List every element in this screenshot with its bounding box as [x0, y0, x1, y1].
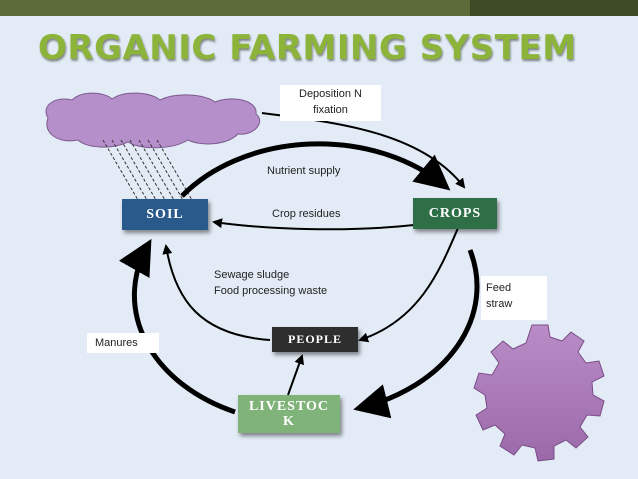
rain-lines — [102, 139, 193, 201]
crop-residues-label: Crop residues — [272, 208, 341, 220]
top-bar-left — [0, 0, 470, 16]
cycle-arc-top — [180, 141, 451, 198]
rain-cloud-icon — [45, 92, 261, 201]
cloud-shape — [45, 92, 261, 149]
sewage-label: Sewage sludge Food processing waste — [214, 267, 327, 299]
livestock-to-people-arrow — [287, 354, 305, 396]
deposition-line-1: Deposition N — [299, 88, 362, 100]
food-processing-waste-text: Food processing waste — [214, 285, 328, 297]
cycle-arc-right — [353, 249, 480, 419]
gear-icon — [473, 324, 605, 462]
livestock-node: LIVESTOCK — [238, 395, 340, 433]
feed-straw-label: Feed straw — [481, 276, 547, 320]
top-bar-right — [470, 0, 638, 16]
top-decor-bar — [0, 0, 638, 16]
crops-to-people-arrow — [358, 227, 459, 343]
straw-text: straw — [486, 298, 513, 310]
deposition-line-2: fixation — [313, 104, 348, 116]
deposition-label: Deposition N fixation — [280, 85, 381, 121]
people-node: PEOPLE — [272, 327, 358, 352]
crops-node: CROPS — [413, 198, 497, 229]
manures-label: Manures — [87, 333, 159, 353]
soil-node: SOIL — [122, 199, 208, 230]
slide-title: ORGANIC FARMING SYSTEM — [38, 28, 577, 68]
nutrient-supply-label: Nutrient supply — [267, 165, 341, 177]
sewage-sludge-text: Sewage sludge — [214, 269, 290, 281]
sewage-arrow — [162, 244, 271, 341]
feed-text: Feed — [486, 282, 512, 294]
crop-residues-arrow — [212, 218, 415, 231]
